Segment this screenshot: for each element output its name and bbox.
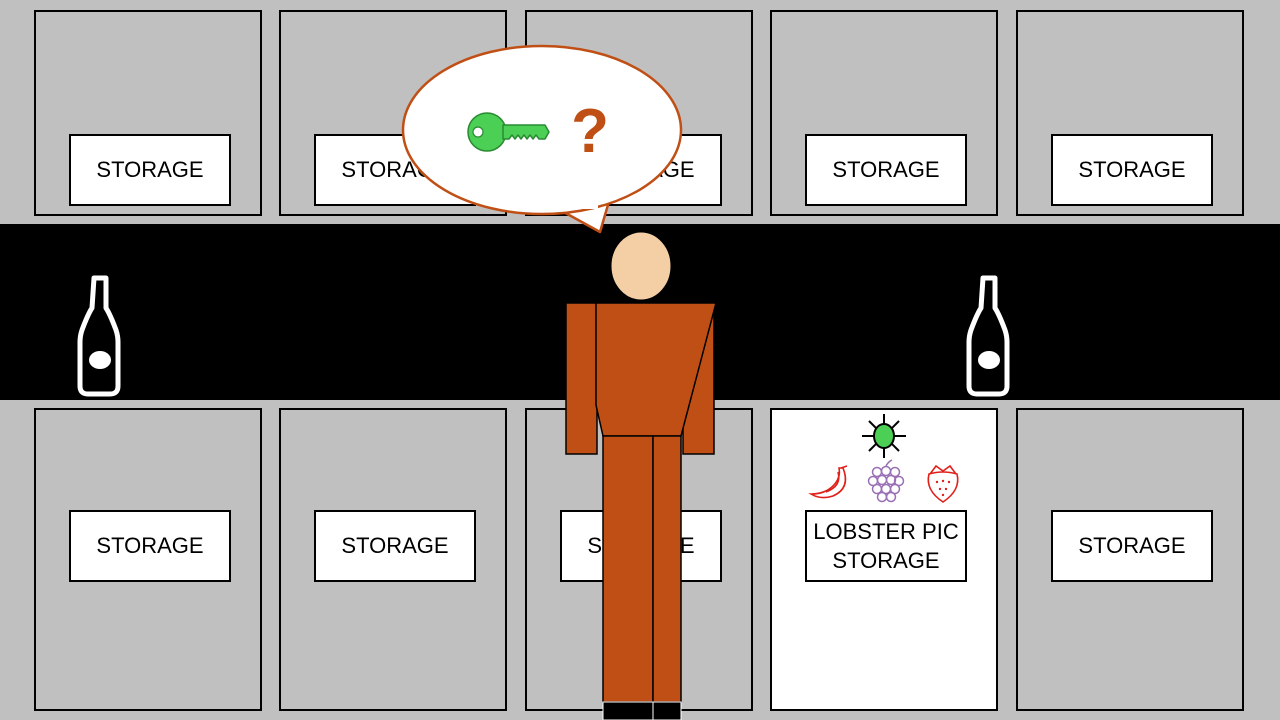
- key-icon: [467, 112, 550, 152]
- grapes-icon: [867, 459, 905, 503]
- thought-bubble: ?: [401, 44, 683, 234]
- locker-label: STORAGE: [1051, 134, 1213, 206]
- locker-top-4[interactable]: STORAGE: [770, 10, 998, 216]
- bottle-icon[interactable]: [966, 275, 1010, 397]
- locker-label: STORAGE: [314, 510, 476, 582]
- locker-bottom-5[interactable]: STORAGE: [1016, 408, 1244, 711]
- locker-bottom-1[interactable]: STORAGE: [34, 408, 262, 711]
- bottle-icon[interactable]: [77, 275, 121, 397]
- locker-label: STORAGE: [69, 134, 231, 206]
- player-character[interactable]: [565, 231, 717, 720]
- locker-label: STORAGE: [1051, 510, 1213, 582]
- locker-top-5[interactable]: STORAGE: [1016, 10, 1244, 216]
- strawberry-icon: [927, 464, 959, 503]
- locker-label: STORAGE: [805, 134, 967, 206]
- locker-top-1[interactable]: STORAGE: [34, 10, 262, 216]
- banana-icon: [808, 465, 848, 499]
- character-left-leg: [602, 435, 654, 703]
- locker-bottom-2[interactable]: STORAGE: [279, 408, 507, 711]
- character-right-leg: [652, 435, 682, 703]
- character-left-shoe: [602, 701, 654, 720]
- character-head: [610, 231, 672, 301]
- character-left-arm: [565, 302, 598, 455]
- question-mark: ?: [571, 97, 609, 166]
- locker-label: STORAGE: [69, 510, 231, 582]
- bug-icon[interactable]: [862, 414, 906, 458]
- character-right-shoe: [652, 701, 682, 720]
